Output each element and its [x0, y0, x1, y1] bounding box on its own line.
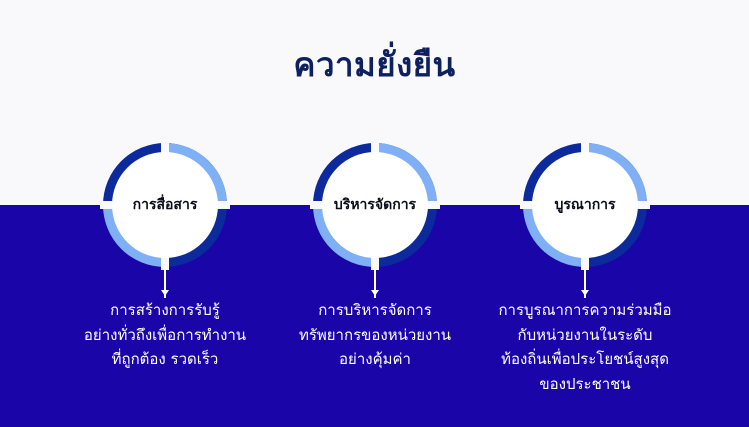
pillar-label: บูรณาการ: [554, 197, 616, 213]
description-line: ของประชาชน: [539, 374, 631, 393]
ring-icon: [100, 140, 230, 270]
connector-line: [164, 270, 166, 298]
pillar-description: การสร้างการรับรู้ อย่างทั่วถึงเพื่อการทำ…: [35, 298, 295, 372]
description-line: ทรัพยากรของหน่วยงาน: [298, 325, 452, 344]
pillar-integration: บูรณาการ การบูรณาการความร่วมมือ กับหน่วย…: [455, 140, 715, 410]
description-line: กับหน่วยงานในระดับ: [517, 325, 653, 344]
description-line: ท้องถิ่นเพื่อประโยชน์สูงสุด: [501, 350, 669, 368]
description-line: การบริหารจัดการ: [318, 301, 432, 319]
connector-line: [374, 270, 376, 298]
pillar-management: บริหารจัดการ การบริหารจัดการ ทรัพยากรของ…: [245, 140, 505, 410]
description-line: การบูรณาการความร่วมมือ: [498, 301, 672, 319]
pillar-label: บริหารจัดการ: [333, 197, 417, 213]
description-line: อย่างทั่วถึงเพื่อการทำงาน: [83, 325, 247, 344]
slide-title: ความยั่งยืน: [293, 45, 456, 84]
pillar-label: การสื่อสาร: [132, 197, 198, 213]
pillar-description: การบูรณาการความร่วมมือ กับหน่วยงานในระดั…: [455, 298, 715, 396]
ring-icon: [520, 140, 650, 270]
description-line: การสร้างการรับรู้: [110, 301, 220, 319]
arrow-down-icon: [581, 290, 589, 296]
description-line: อย่างคุ้มค่า: [339, 350, 411, 368]
ring-icon: [310, 140, 440, 270]
description-line: ที่ถูกต้อง รวดเร็ว: [111, 350, 219, 368]
pillar-description: การบริหารจัดการ ทรัพยากรของหน่วยงาน อย่า…: [245, 298, 505, 372]
arrow-down-icon: [161, 290, 169, 296]
connector-line: [584, 270, 586, 298]
pillar-communication: การสื่อสาร การสร้างการรับรู้ อย่างทั่วถึ…: [35, 140, 295, 410]
arrow-down-icon: [371, 290, 379, 296]
